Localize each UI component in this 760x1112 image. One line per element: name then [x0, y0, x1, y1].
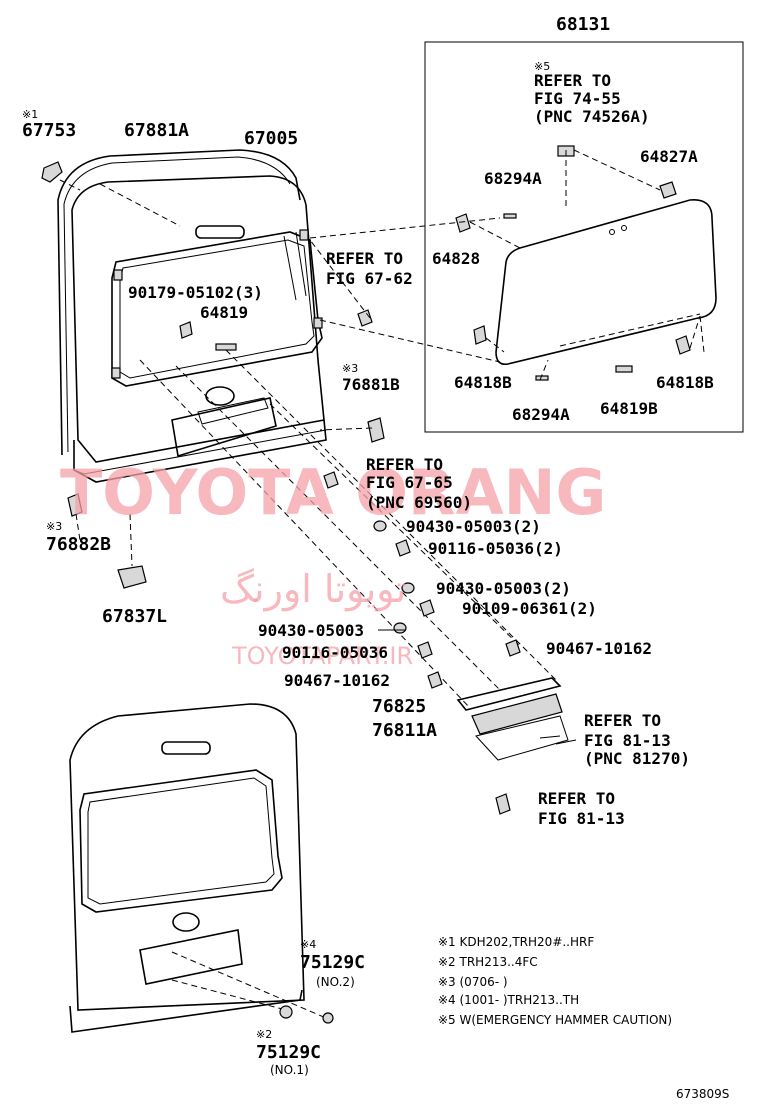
labels: 68131 ※5 REFER TO FIG 74-55 (PNC 74526A)…	[22, 14, 729, 1101]
label-refs-fig6762-line1: REFER TO	[326, 249, 403, 268]
label-refs-fig7455-line3: (PNC 74526A)	[534, 107, 650, 126]
label-parts-p64827A-code: 64827A	[640, 147, 698, 166]
label-notes-1: ※2 TRH213..4FC	[438, 955, 538, 969]
label-parts-p67837L-code: 67837L	[102, 606, 167, 627]
watermark: TOYOTA ORANG تویوتا اورنگ TOYOTAPART.IR	[60, 456, 606, 670]
diagram-id: 673809S	[676, 1087, 729, 1101]
back-door-upper-drawing	[41, 149, 385, 589]
watermark-en: TOYOTA ORANG	[60, 456, 606, 529]
label-parts-p76882B-mark: ※3	[46, 520, 62, 533]
label-parts-p64818B_l-code: 64818B	[454, 373, 512, 392]
label-parts-p67753-mark: ※1	[22, 108, 38, 121]
label-refs-fig6765-line1: REFER TO	[366, 455, 443, 474]
label-refs-fig8113a-line1: REFER TO	[584, 711, 661, 730]
label-parts-p90116_a-code: 90116-05036(2)	[428, 539, 563, 558]
label-notes-2: ※3 (0706- )	[438, 975, 508, 989]
label-parts-p68294A_bot-code: 68294A	[512, 405, 570, 424]
label-refs-fig8113b-line2: FIG 81-13	[538, 809, 625, 828]
label-parts-p64818B_r-code: 64818B	[656, 373, 714, 392]
label-refs-fig6762-line2: FIG 67-62	[326, 269, 413, 288]
watermark-url: TOYOTAPART.IR	[231, 642, 413, 670]
label-parts-p76881B-mark: ※3	[342, 362, 358, 375]
label-refs-fig7455-line2: FIG 74-55	[534, 89, 621, 108]
label-parts-p75129C_top-code: 75129C	[300, 952, 365, 973]
label-notes-3: ※4 (1001- )TRH213..TH	[438, 993, 579, 1007]
label-refs-fig8113b-line1: REFER TO	[538, 789, 615, 808]
label-parts-p64819B-code: 64819B	[600, 399, 658, 418]
label-parts-p90467_l-code: 90467-10162	[284, 671, 390, 690]
label-parts-p67005-code: 67005	[244, 128, 298, 149]
watermark-fa: تویوتا اورنگ	[220, 567, 407, 612]
hardware-drawing	[59, 179, 577, 815]
label-refs-fig7455-line1: REFER TO	[534, 71, 611, 90]
label-parts-p67753-code: 67753	[22, 120, 76, 141]
label-parts-p90109-code: 90109-06361(2)	[462, 599, 597, 618]
label-parts-p75129C_bot-code: 75129C	[256, 1042, 321, 1063]
box-label: 68131	[556, 14, 610, 35]
label-parts-p90179-code: 90179-05102(3)	[128, 283, 263, 302]
label-refs-fig6765-line3: (PNC 69560)	[366, 493, 472, 512]
label-parts-p68294A_top-code: 68294A	[484, 169, 542, 188]
label-parts-p90430_c-code: 90430-05003	[258, 621, 364, 640]
label-refs-fig7455-mark: ※5	[534, 60, 550, 73]
label-refs-fig8113a-line2: FIG 81-13	[584, 731, 671, 750]
label-parts-p76881B-code: 76881B	[342, 375, 400, 394]
label-parts-p90430_a-code: 90430-05003(2)	[406, 517, 541, 536]
label-parts-p75129C_bot-mark: ※2	[256, 1028, 272, 1041]
label-refs-fig6765-line2: FIG 67-65	[366, 473, 453, 492]
label-parts-p67881A-code: 67881A	[124, 120, 189, 141]
back-glass-box	[424, 41, 744, 433]
label-parts-p90116_b-code: 90116-05036	[282, 643, 388, 662]
label-parts-p90430_b-code: 90430-05003(2)	[436, 579, 571, 598]
label-notes-0: ※1 KDH202,TRH20#..HRF	[438, 935, 594, 949]
label-parts-p76811A-code: 76811A	[372, 720, 437, 741]
back-door-lower-drawing	[69, 703, 334, 1033]
label-parts-p64819-code: 64819	[200, 303, 248, 322]
label-parts-p75129C_top-sub: (NO.2)	[316, 975, 355, 989]
label-parts-p76882B-code: 76882B	[46, 534, 111, 555]
label-parts-p90467_r-code: 90467-10162	[546, 639, 652, 658]
label-notes-4: ※5 W(EMERGENCY HAMMER CAUTION)	[438, 1013, 672, 1027]
label-parts-p76825-code: 76825	[372, 696, 426, 717]
label-refs-fig8113a-line3: (PNC 81270)	[584, 749, 690, 768]
label-parts-p75129C_bot-sub: (NO.1)	[270, 1063, 309, 1077]
label-parts-p64828-code: 64828	[432, 249, 480, 268]
label-parts-p75129C_top-mark: ※4	[300, 938, 316, 951]
